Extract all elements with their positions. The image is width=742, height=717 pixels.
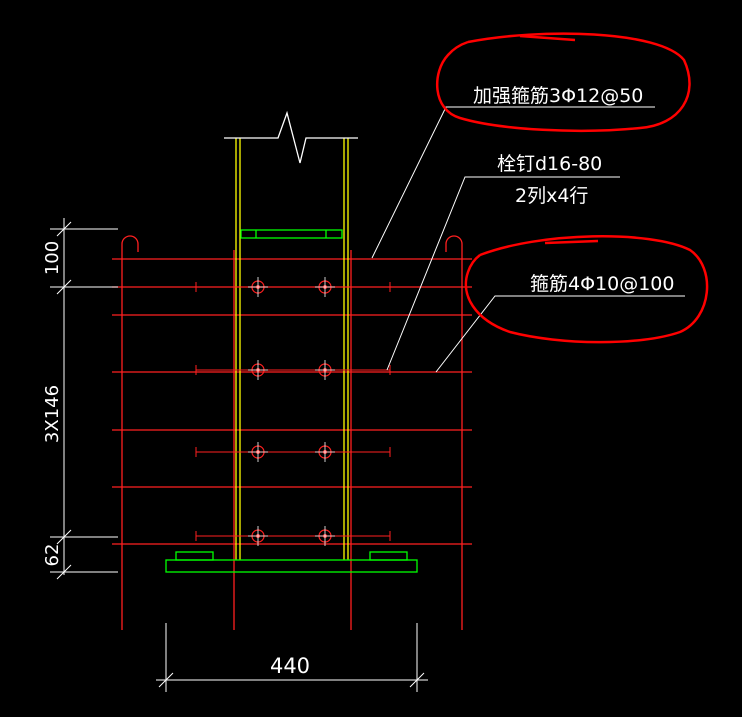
right-shear-key [369,551,408,561]
longitudinal-bars [121,235,463,630]
highlight-circle-bottom [464,235,709,344]
stirrup-label: 箍筋4Φ10@100 [530,273,675,295]
dimension-bottom-value: 62 [42,544,63,567]
leader-lines [371,106,685,373]
top-stiffener-plate [240,229,343,239]
dim-tick [56,279,72,295]
stud-leader [386,176,620,371]
steel-column [235,138,349,560]
stud-layout-label: 2列x4行 [515,185,588,207]
dimension-top-value: 100 [42,241,63,275]
stirrup-lines [112,258,472,545]
dim-tick [158,672,174,688]
reinforced-stirrup-leader [371,106,655,259]
shear-studs [195,277,391,546]
bar-hook-left [121,235,139,252]
markup-circles [435,32,709,344]
stud-spec-label: 栓钉d16-80 [497,153,602,175]
left-shear-key [175,551,214,561]
dim-tick [56,529,72,545]
dim-tick [56,564,72,580]
dimension-middle-value: 3X146 [42,385,63,443]
bar-hook-right [445,235,463,252]
column-break-line [224,110,358,164]
highlight-scribble [519,34,576,42]
highlight-circle-top [435,32,691,132]
dimension-lines [50,218,428,692]
stirrup-leader [435,295,685,373]
base-plate [165,559,418,573]
reinforced-stirrup-label: 加强箍筋3Φ12@50 [473,85,643,107]
dim-tick [56,221,72,237]
dimension-width-value: 440 [270,654,310,678]
dim-tick [409,672,425,688]
base-plates [165,229,418,573]
highlight-scribble [544,239,599,245]
